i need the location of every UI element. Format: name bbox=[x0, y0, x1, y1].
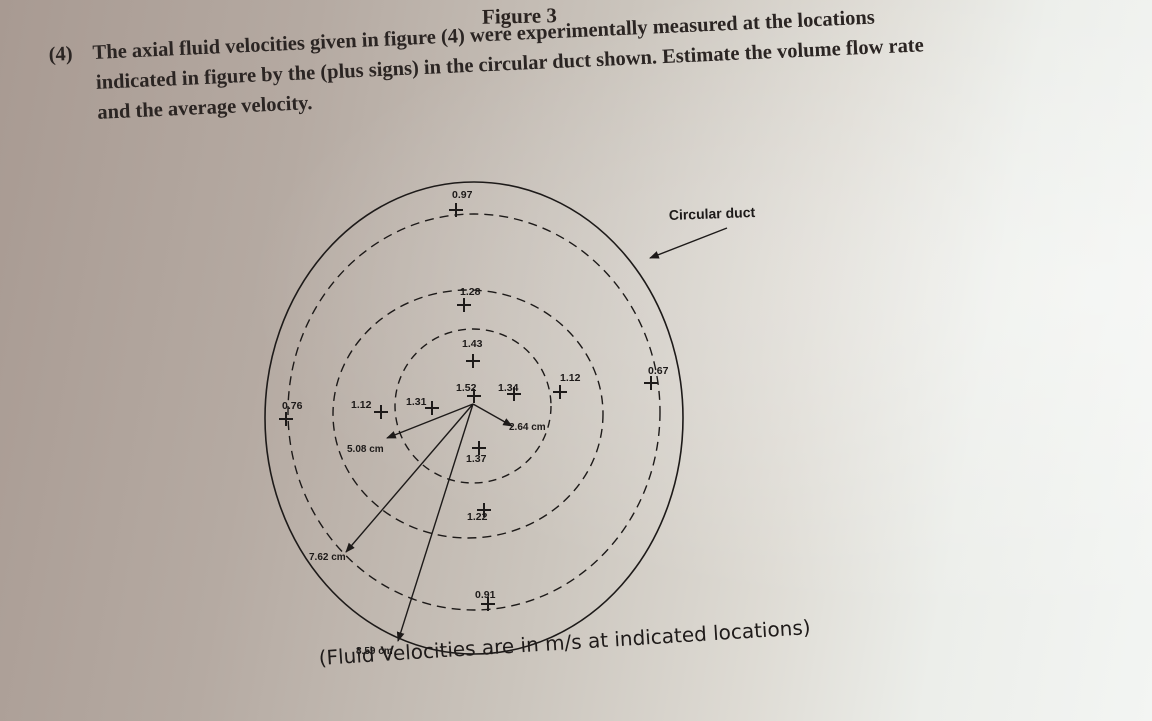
duct-wall-circle bbox=[264, 181, 684, 655]
plus-icon bbox=[279, 412, 293, 426]
radius-line-2-64 bbox=[472, 403, 513, 427]
plus-icon bbox=[457, 298, 471, 312]
radius-label-2-64: 2.64 cm bbox=[509, 422, 546, 433]
ring-3-circle bbox=[287, 213, 661, 611]
velocity-r1-right: 1.34 bbox=[498, 382, 519, 394]
radius-line-7-62 bbox=[345, 403, 474, 553]
radius-line-8-59 bbox=[396, 403, 474, 642]
plus-icon bbox=[644, 376, 658, 390]
velocity-r3-left: 0.76 bbox=[282, 400, 303, 412]
duct-label: Circular duct bbox=[669, 204, 756, 223]
velocity-r2-right: 1.12 bbox=[560, 372, 581, 384]
velocity-r2-bottom: 1.22 bbox=[467, 511, 488, 523]
measurement-points bbox=[279, 203, 658, 611]
velocity-r3-right: 0.67 bbox=[648, 365, 669, 377]
plus-icon bbox=[472, 441, 486, 455]
radius-label-7-62: 7.62 cm bbox=[309, 552, 346, 563]
radius-line-5-08 bbox=[386, 403, 474, 439]
plus-icon bbox=[507, 387, 521, 401]
ring-1-circle bbox=[394, 328, 552, 484]
plus-icon bbox=[467, 389, 481, 403]
plus-icon bbox=[425, 401, 439, 415]
plus-icon bbox=[481, 597, 495, 611]
radius-label-5-08: 5.08 cm bbox=[347, 444, 384, 455]
ring-2-circle bbox=[332, 289, 604, 539]
plus-icon bbox=[553, 385, 567, 399]
plus-icon bbox=[477, 503, 491, 517]
velocity-r1-left: 1.31 bbox=[406, 396, 427, 408]
plus-icon bbox=[374, 405, 388, 419]
velocity-r2-left: 1.12 bbox=[351, 399, 372, 411]
velocity-r3-bottom: 0.91 bbox=[475, 589, 496, 601]
duct-leader-line bbox=[649, 227, 728, 259]
velocity-r1-top: 1.43 bbox=[462, 338, 483, 350]
velocity-r2-top: 1.28 bbox=[460, 286, 481, 298]
velocity-center: 1.52 bbox=[456, 382, 477, 394]
radius-label-8-59: 8.59 cm bbox=[356, 646, 393, 657]
plus-icon bbox=[449, 203, 463, 217]
plus-icon bbox=[466, 354, 480, 368]
velocity-r3-top: 0.97 bbox=[452, 189, 473, 201]
velocity-r1-bottom: 1.37 bbox=[466, 453, 487, 465]
